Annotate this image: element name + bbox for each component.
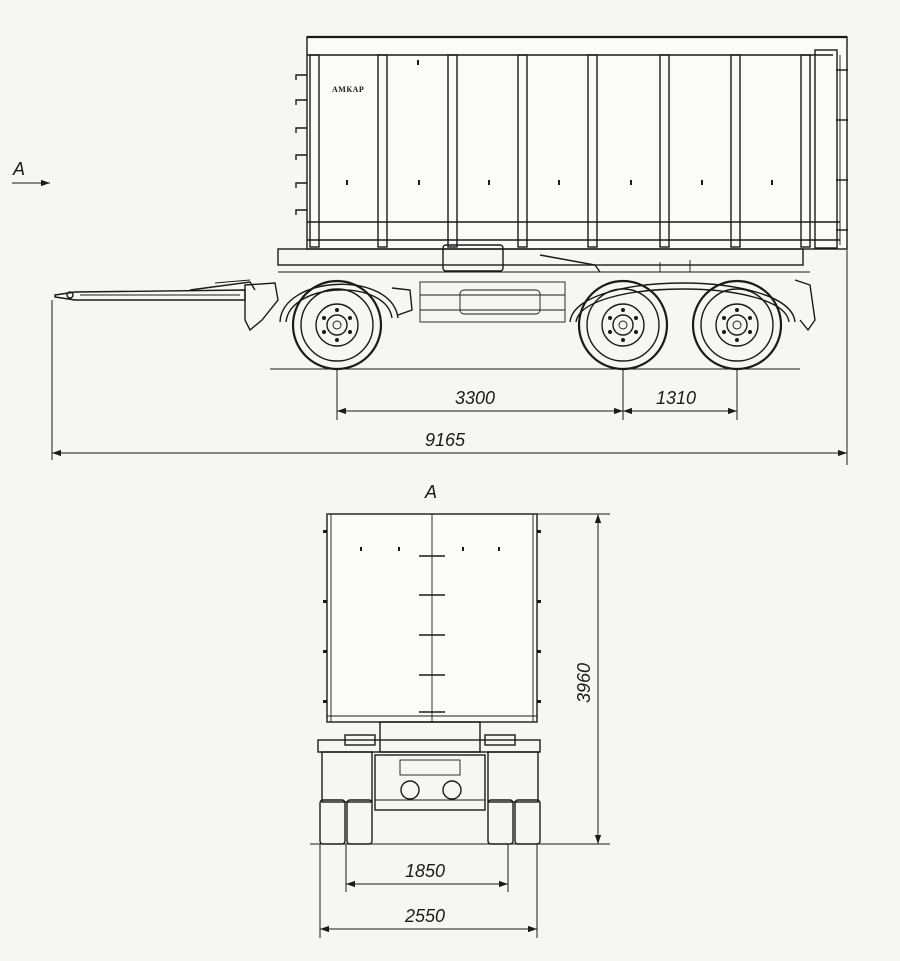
side-view: A xyxy=(12,35,848,465)
view-direction-arrow: A xyxy=(12,159,50,187)
view-arrow-label: A xyxy=(12,159,25,179)
front-axle-wheel xyxy=(291,279,383,371)
drawbar xyxy=(54,279,279,332)
chassis-frame xyxy=(277,244,810,323)
view-title: A xyxy=(424,482,437,502)
dim-axle-spacing-3300: 3300 xyxy=(455,388,495,408)
rear-axle-wheel xyxy=(691,279,783,371)
rear-ladder xyxy=(419,555,445,713)
front-ladder xyxy=(295,74,307,215)
rear-view: A xyxy=(310,482,610,938)
side-wheels xyxy=(270,279,816,371)
dim-overall-height: 3960 xyxy=(574,663,594,703)
dim-track-width: 1850 xyxy=(405,861,445,881)
brand-logo: АМКАР xyxy=(332,85,364,94)
rear-container xyxy=(323,513,541,723)
container-body: АМКАР xyxy=(295,35,848,250)
rear-dimensions: 3960 1850 2550 xyxy=(319,513,610,938)
rear-undercarriage xyxy=(317,721,541,811)
dim-axle-spacing-1310: 1310 xyxy=(656,388,696,408)
dim-overall-length: 9165 xyxy=(425,430,466,450)
side-dimensions: 3300 1310 9165 xyxy=(51,250,848,465)
rear-wheels xyxy=(310,799,550,845)
container-ribs xyxy=(309,54,811,248)
dim-overall-width: 2550 xyxy=(404,906,445,926)
